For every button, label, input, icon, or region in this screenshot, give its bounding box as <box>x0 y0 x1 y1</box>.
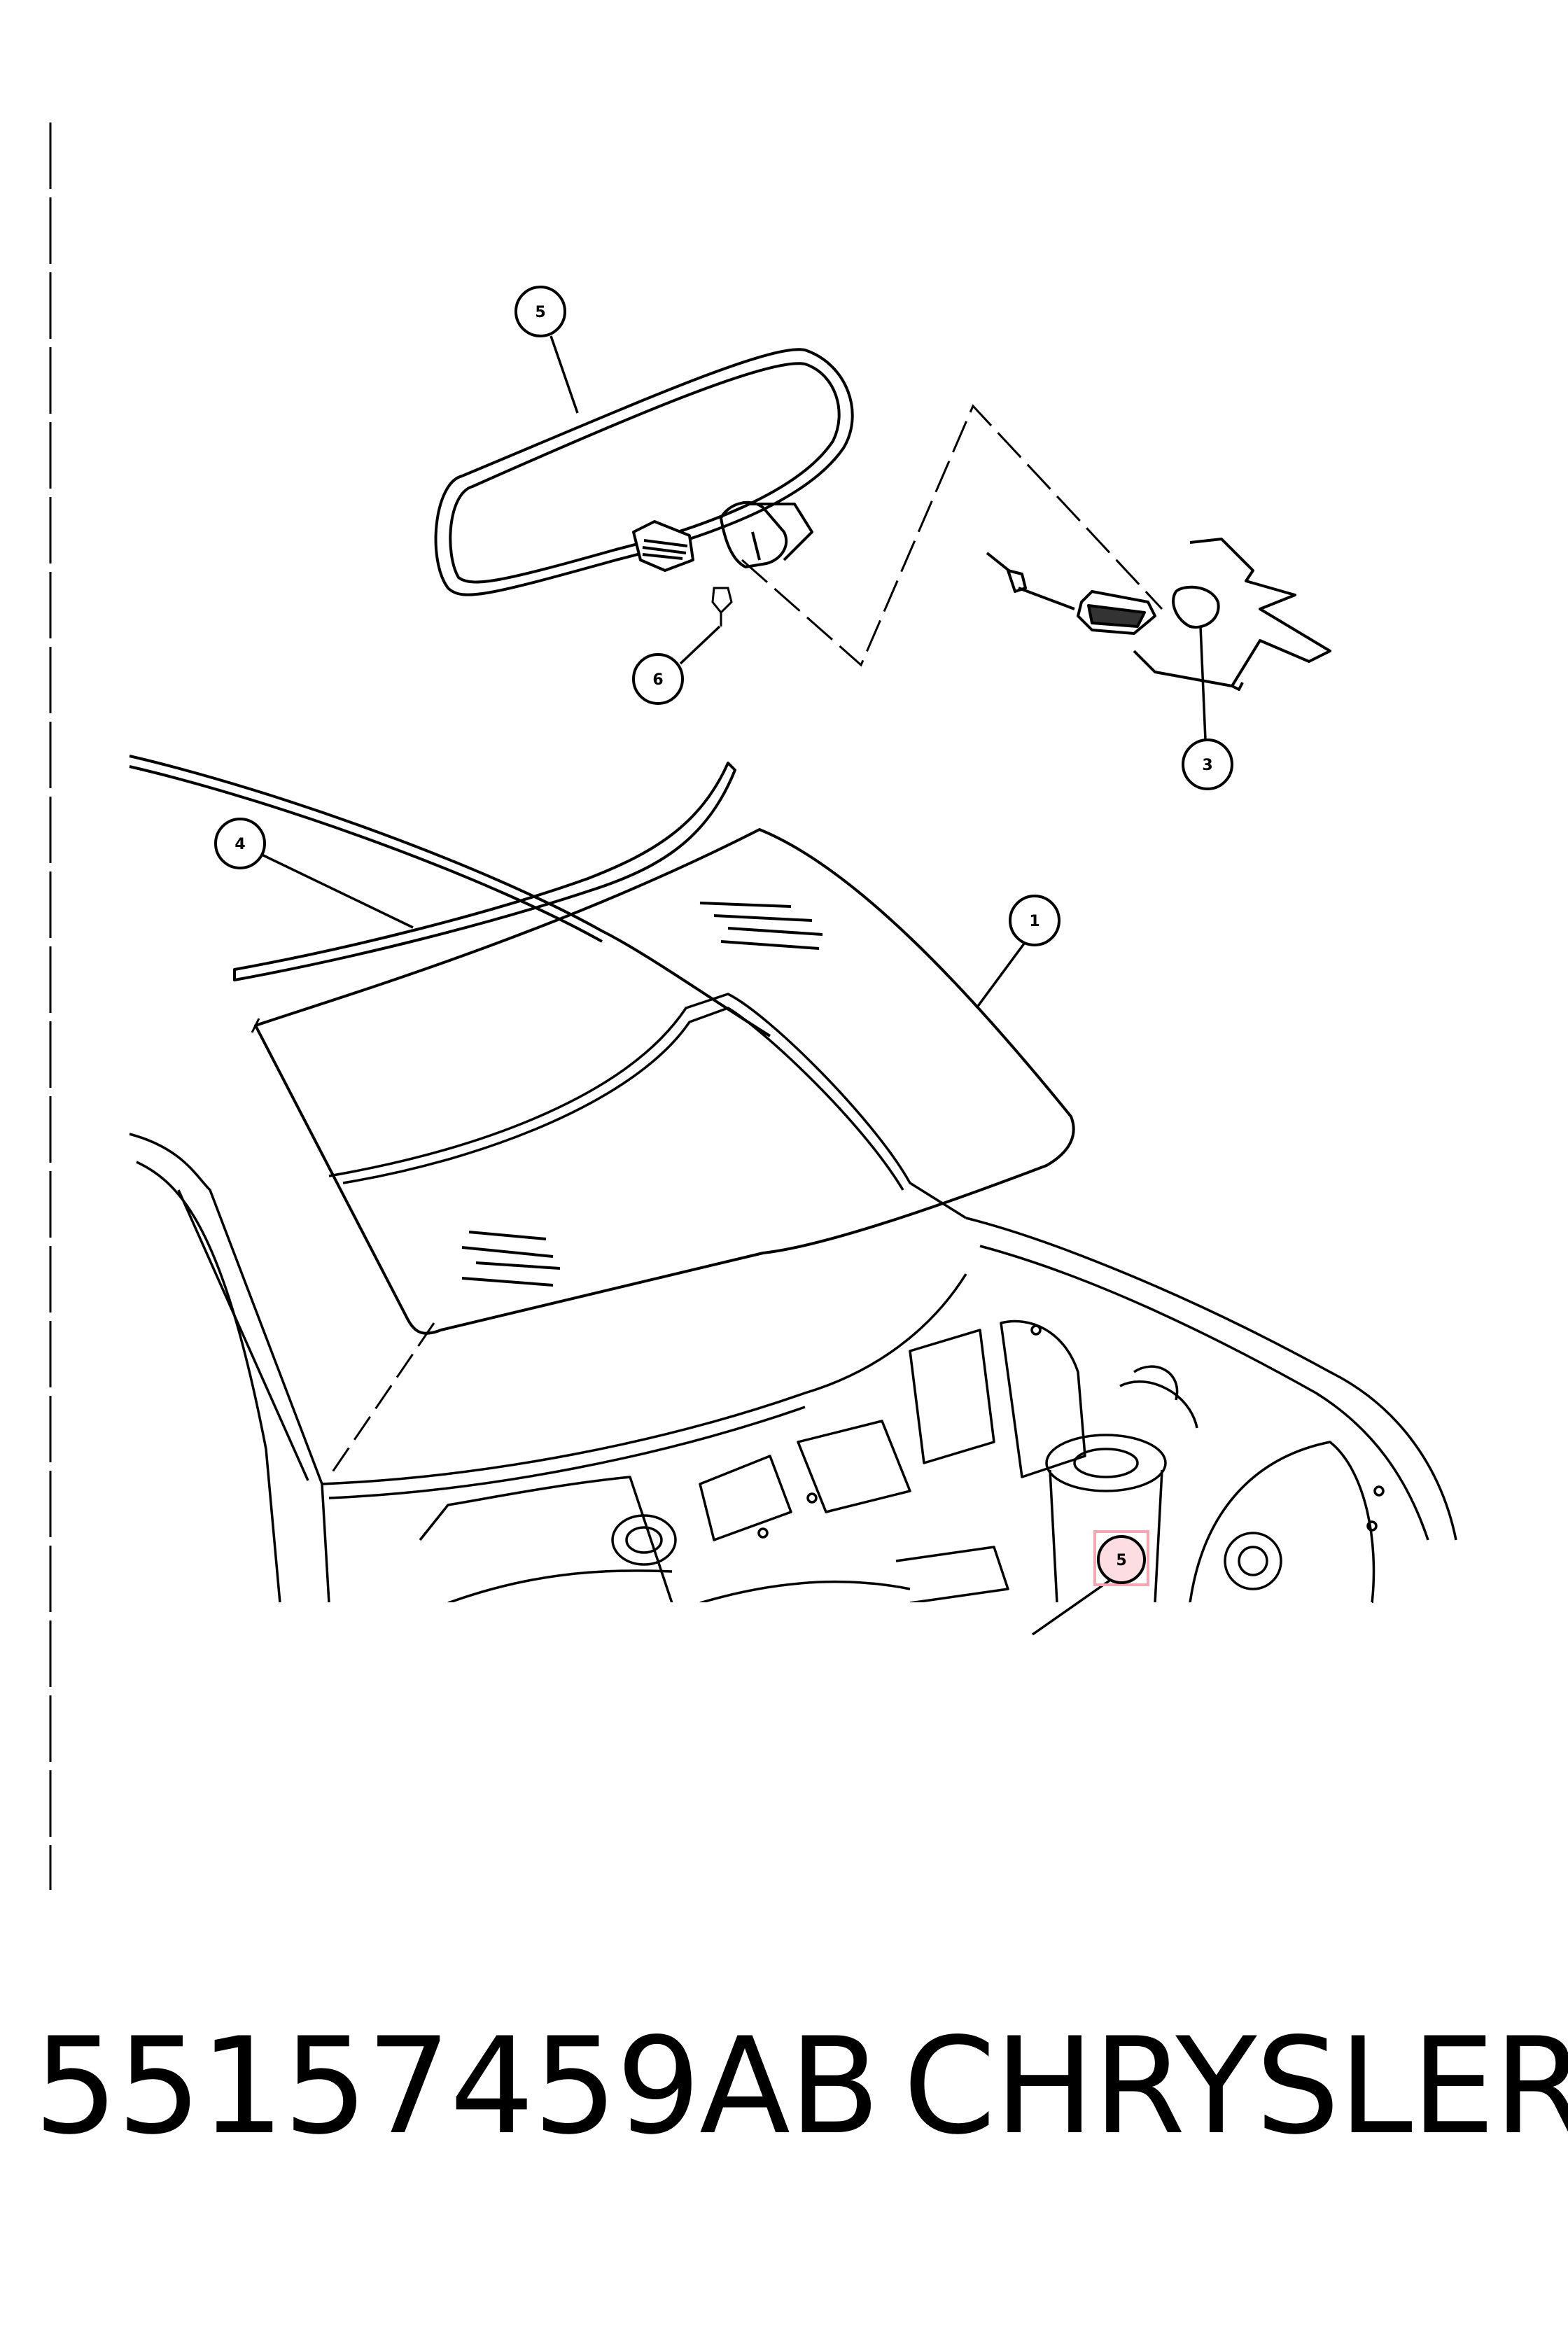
callout-leaders <box>257 335 1207 1636</box>
windshield-dash-line <box>251 1018 435 1478</box>
brand-name: CHRYSLER <box>903 2009 1568 2164</box>
windshield <box>254 828 1075 1335</box>
callout-label: 1 <box>1029 913 1040 930</box>
callout-6: 6 <box>632 653 684 705</box>
callout-5-top: 5 <box>514 286 566 337</box>
callout-label: 5 <box>1116 1552 1126 1569</box>
rearview-mirror <box>434 348 854 596</box>
callout-4: 4 <box>214 818 266 869</box>
sensor-bracket <box>1133 538 1331 691</box>
part-number: 55157459AB <box>34 2009 880 2164</box>
rain-sensor <box>986 552 1156 635</box>
callout-5-bottom: 5 <box>1093 1530 1149 1586</box>
windshield-molding <box>129 755 771 1037</box>
callout-label: 5 <box>535 304 545 321</box>
callout-1: 1 <box>1009 895 1060 946</box>
callout-label: 4 <box>234 836 245 853</box>
part-caption: 55157459AB CHRYSLER <box>0 2009 1568 2219</box>
callout-label: 3 <box>1202 757 1212 774</box>
callout-3: 3 <box>1182 738 1233 790</box>
mirror-fastener <box>711 587 733 626</box>
vehicle-body <box>129 993 1457 1604</box>
callout-label: 6 <box>652 671 663 689</box>
mirror-sensor-dash-loop <box>741 404 1163 667</box>
